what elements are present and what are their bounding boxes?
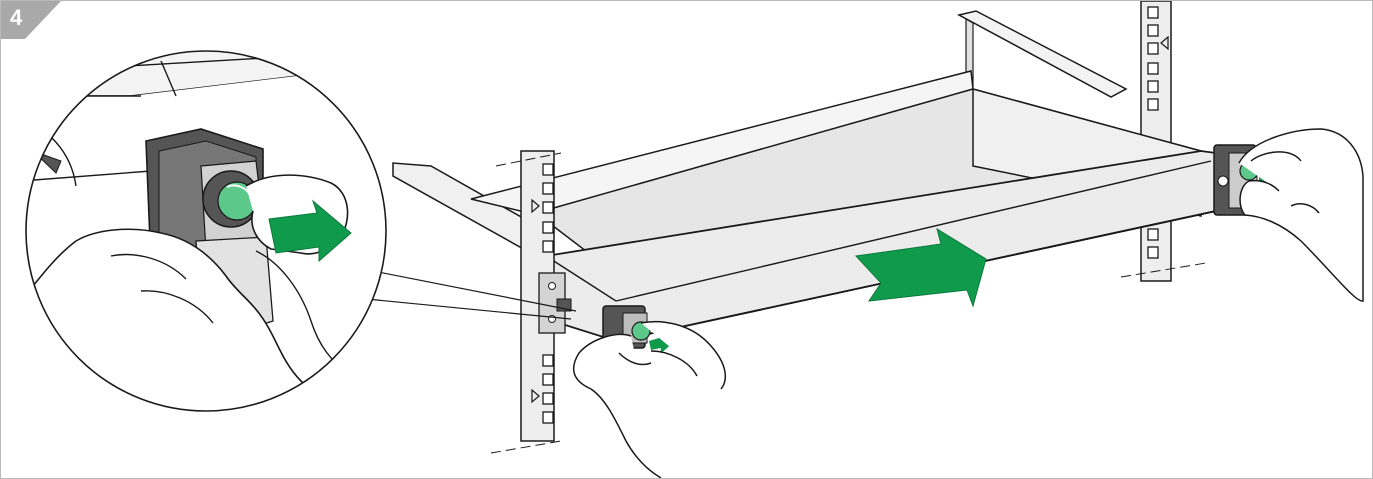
step-number: 4: [10, 5, 23, 30]
step-badge-shape: [1, 1, 61, 39]
magnified-latch-detail: [25, 50, 387, 412]
rack-shelf: [392, 70, 1217, 342]
arrow-right-down-icon: [854, 227, 987, 308]
step-badge: 4: [1, 1, 61, 39]
front-left-rack-rail: [490, 150, 572, 454]
magnifier-leader-lines: [355, 268, 577, 320]
hand-icon: [572, 320, 727, 478]
hand-icon: [1238, 128, 1364, 302]
arrow-press-icon: [649, 332, 673, 354]
